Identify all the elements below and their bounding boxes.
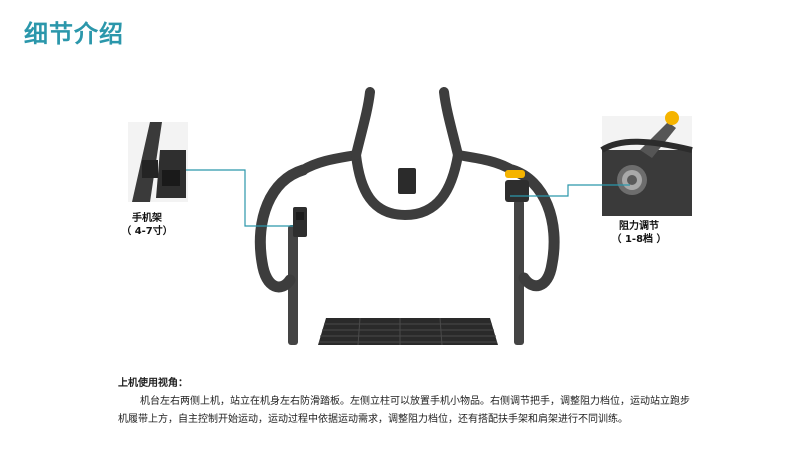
resistance-knob-callout: 阻力调节 （ 1-8档 ） [604,220,674,246]
page-title: 细节介绍 [24,20,124,48]
resistance-knob-spec: （ 1-8档 ） [611,234,667,245]
callout-leader-lines [186,169,630,227]
usage-description: 上机使用视角： 机台左右两侧上机，站立在机身左右防滑踏板。左侧立柱可以放置手机小… [118,375,698,429]
phone-holder-callout: 手机架 （ 4-7寸） [118,212,176,238]
phone-holder [293,207,307,237]
shoulder-frame [298,87,517,221]
phone-holder-label: 手机架 [132,213,162,224]
usage-description-heading: 上机使用视角： [118,378,188,389]
treadmill-deck [318,317,498,346]
center-console [398,168,416,194]
resistance-knob-detail-photo [600,111,693,216]
phone-holder-detail-photo [128,122,188,202]
phone-holder-spec: （ 4-7寸） [121,226,173,237]
resistance-knob-label: 阻力调节 [619,221,659,232]
side-handrails [254,164,560,293]
usage-description-body: 机台左右两侧上机，站立在机身左右防滑踏板。左侧立柱可以放置手机小物品。右侧调节把… [118,396,690,425]
